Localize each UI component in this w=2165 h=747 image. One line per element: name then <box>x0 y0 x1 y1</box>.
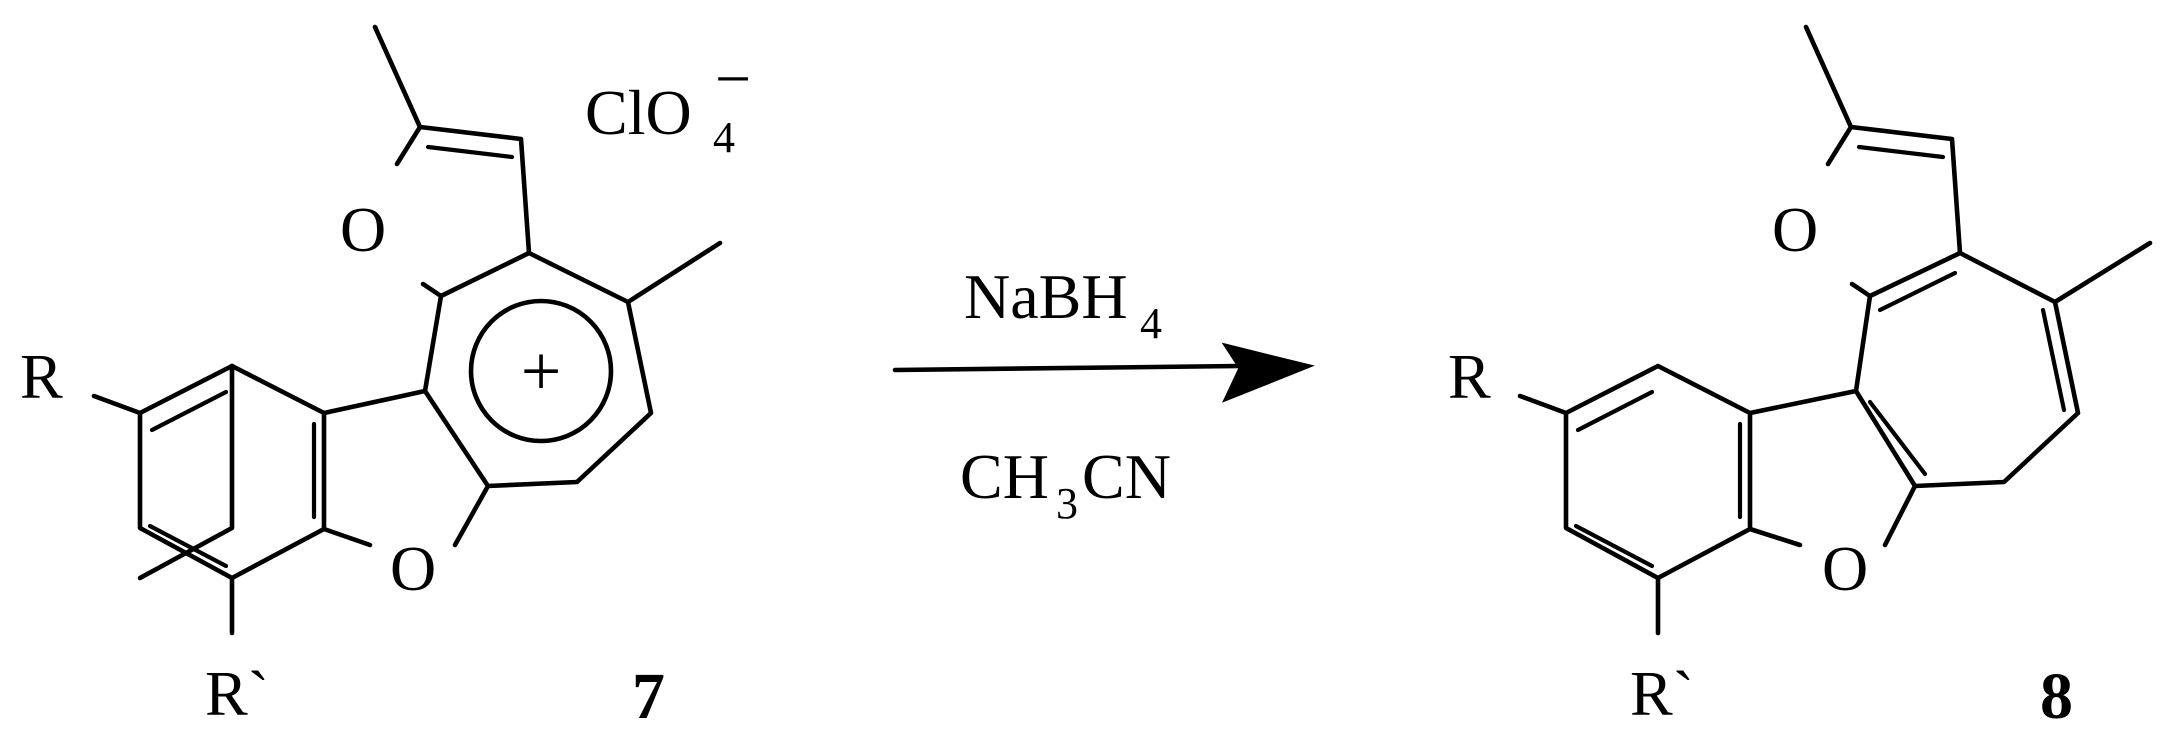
reaction-arrow <box>892 342 1315 403</box>
svg-text:4: 4 <box>713 113 735 162</box>
reactant-furan-oxygen: O <box>340 194 386 265</box>
svg-text:CH: CH <box>960 441 1049 512</box>
compound-number-7: 7 <box>632 660 665 733</box>
svg-text:4: 4 <box>1140 299 1162 348</box>
svg-text:CN: CN <box>1082 441 1171 512</box>
reactant-plus-charge: + <box>521 331 562 411</box>
svg-text:−: − <box>715 43 751 114</box>
reactant-r-prime-label: R` <box>205 658 269 729</box>
solvent-label: CH 3 CN <box>960 441 1171 528</box>
svg-text:ClO: ClO <box>585 77 692 148</box>
counterion-label: ClO 4 − <box>585 43 751 162</box>
reactant-structure <box>91 24 723 636</box>
reagent-label: NaBH 4 <box>964 261 1162 348</box>
compound-number-8: 8 <box>2040 660 2073 733</box>
product-furan-oxygen: O <box>1772 194 1818 265</box>
product-bridge-oxygen: O <box>1822 533 1868 604</box>
reactant-r-label: R <box>20 341 63 412</box>
svg-text:3: 3 <box>1056 479 1078 528</box>
svg-text:NaBH: NaBH <box>964 261 1128 332</box>
product-r-prime-label: R` <box>1630 658 1694 729</box>
product-structure <box>1517 24 2153 636</box>
reactant-bridge-oxygen: O <box>390 533 436 604</box>
product-r-label: R <box>1448 341 1491 412</box>
